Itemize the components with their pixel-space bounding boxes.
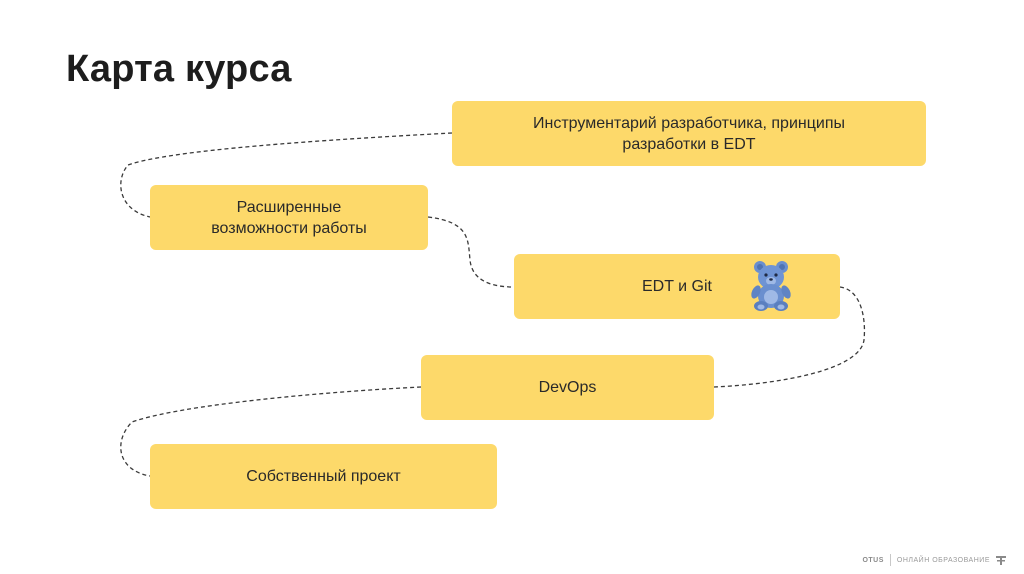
teddy-bear-icon: [751, 261, 791, 311]
otus-logo-icon: [996, 556, 1006, 565]
footer: OTUS ОНЛАЙН ОБРАЗОВАНИЕ: [862, 554, 1006, 566]
course-step-label: Расширенные возможности работы: [211, 198, 367, 237]
course-step-label: Собственный проект: [246, 468, 401, 485]
course-step-devops: DevOps: [421, 355, 714, 420]
footer-tagline: ОНЛАЙН ОБРАЗОВАНИЕ: [896, 556, 990, 564]
course-step-label: DevOps: [538, 379, 597, 396]
course-step-dev-tools: Инструментарий разработчика, принципы ра…: [452, 101, 926, 166]
course-step-label: Инструментарий разработчика, принципы ра…: [532, 114, 845, 153]
connector-segment-3-4: [713, 286, 866, 388]
slide-title: Карта курса: [66, 48, 292, 90]
course-step-advanced-features: Расширенные возможности работы: [150, 185, 428, 250]
footer-divider: [889, 554, 891, 566]
course-step-label: EDT и Git: [642, 278, 712, 295]
course-step-own-project: Собственный проект: [150, 444, 497, 509]
footer-brand: OTUS: [862, 556, 884, 564]
connector-segment-1-2: [120, 132, 453, 218]
connector-segment-2-3: [427, 216, 515, 288]
connector-segment-4-5: [120, 386, 422, 477]
